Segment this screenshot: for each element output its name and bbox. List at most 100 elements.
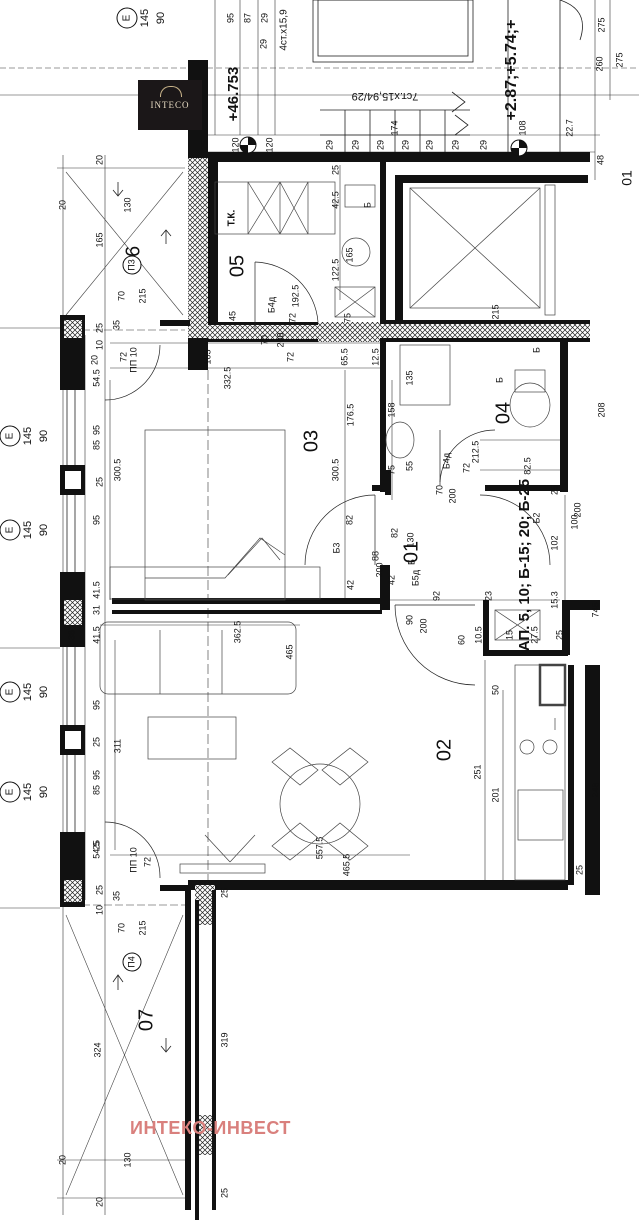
dimension-label: 54.5: [91, 841, 101, 859]
dimension-label: 48: [595, 155, 605, 165]
dimension-label: 275: [596, 17, 606, 32]
dimension-label: 41.5: [91, 581, 101, 599]
dimension-label: 42: [345, 580, 355, 590]
window-marker-height: 90: [38, 430, 50, 442]
level-elevation: +46.753: [225, 67, 242, 122]
dimension-label: 12.5: [370, 348, 380, 366]
window-frames: [66, 390, 76, 832]
apartment-label: АП. 5, 10; Б-15; 20; Б-25: [516, 479, 533, 651]
dimension-label: ПП 10: [128, 347, 138, 372]
dimension-label: 25: [549, 485, 559, 495]
dimension-label: 35: [111, 320, 121, 330]
dimension-label: 362.5: [232, 621, 242, 644]
element-tag: Б: [531, 347, 541, 353]
window-marker-height: 90: [155, 12, 167, 24]
dimension-label: 332.5: [222, 367, 232, 390]
dimension-label: 120: [264, 137, 274, 152]
window-marker-circle: [0, 519, 21, 541]
dimension-label: 60: [456, 635, 466, 645]
dimension-label: 95: [91, 515, 101, 525]
dimension-label: 102: [549, 535, 559, 550]
stairs-note: 4ст.х15,9: [279, 9, 290, 51]
room-number: 05: [226, 255, 248, 277]
dimension-label: 165: [94, 232, 104, 247]
dimension-label: 82: [344, 515, 354, 525]
dimension-label: 70: [434, 485, 444, 495]
dimension-label: 200: [418, 618, 428, 633]
window-marker-letter: Е: [5, 432, 16, 439]
walls: [60, 60, 600, 1220]
dimension-label: 158: [386, 402, 396, 417]
dimension-label: 20: [57, 200, 67, 210]
dimension-label: 50: [490, 685, 500, 695]
dimension-label: 25: [219, 1188, 229, 1198]
dimension-label: 215: [137, 288, 147, 303]
dimension-label: 85: [91, 440, 101, 450]
dimension-label: 41.5: [91, 626, 101, 644]
dimension-label: 82: [389, 528, 399, 538]
dimension-label: 29: [450, 140, 460, 150]
dimension-label: 200: [572, 502, 582, 517]
dimension-label: 29: [424, 140, 434, 150]
dimension-label: 15.3: [549, 591, 559, 609]
dimension-label: 200: [275, 332, 285, 347]
element-tag: Б5д: [410, 569, 420, 586]
dimension-label: 324: [92, 1042, 102, 1057]
room-number: 03: [300, 430, 322, 452]
dimension-label: 70: [116, 923, 126, 933]
dimension-label: ПП 10: [128, 847, 138, 872]
furniture: [99, 181, 567, 881]
dimension-label: 31: [91, 605, 101, 615]
dimension-label: 25: [94, 477, 104, 487]
window-marker-letter: Е: [5, 526, 16, 533]
dimension-label: 72: [287, 313, 297, 323]
dimension-label: 557.5: [314, 837, 324, 860]
dimension-label: 25: [94, 323, 104, 333]
dimension-label: 72: [142, 857, 152, 867]
element-tag: Б: [494, 377, 504, 383]
dimension-label: 95: [91, 425, 101, 435]
dimension-label: 201: [490, 787, 500, 802]
room-number: 02: [433, 739, 455, 761]
dimension-label: 29: [324, 140, 334, 150]
axis-label: 01: [619, 170, 635, 186]
dimension-label: 176.5: [345, 404, 355, 427]
window-marker-letter: Е: [122, 14, 133, 21]
level-elevation: +2.87;+5.74;+: [503, 20, 520, 121]
door-marker: П3: [126, 259, 136, 270]
window-marker-width: 145: [22, 783, 34, 801]
dimension-label: 95: [91, 770, 101, 780]
dimension-label: 130: [122, 197, 132, 212]
window-marker-circle: [0, 425, 21, 447]
dimension-label: 70: [116, 291, 126, 301]
dimension-label: 100: [569, 514, 579, 529]
dimension-label: 300.5: [330, 459, 340, 482]
dimension-label: 25: [91, 840, 101, 850]
dimension-label: 200: [447, 488, 457, 503]
dimension-label: 87: [242, 13, 252, 23]
dimension-label: 25: [199, 140, 209, 150]
dimension-label: 92: [431, 591, 441, 601]
door-swings: [104, 261, 551, 879]
dimension-label: 130: [122, 1152, 132, 1167]
dimension-label: 745: [590, 602, 600, 617]
dimension-label: 165: [344, 247, 354, 262]
dimension-label: 251: [472, 764, 482, 779]
dimension-label: 248: [590, 782, 600, 797]
element-tag: Б4д: [266, 296, 276, 313]
dimension-label: 10: [94, 340, 104, 350]
dimension-label: 200: [374, 562, 384, 577]
element-tag: Б2: [531, 513, 541, 524]
dimension-label: 90: [404, 615, 414, 625]
window-marker-width: 145: [139, 9, 151, 27]
dimension-label: 103: [202, 349, 212, 364]
dimension-label: 29: [478, 140, 488, 150]
dimension-label: 25: [554, 630, 564, 640]
dimension-label: 55: [404, 461, 414, 471]
dimension-label: 29: [350, 140, 360, 150]
dimension-label: 465: [284, 644, 294, 659]
room-number: 04: [492, 402, 514, 424]
dimension-label: 15: [504, 630, 514, 640]
window-marker-letter: Е: [5, 788, 16, 795]
